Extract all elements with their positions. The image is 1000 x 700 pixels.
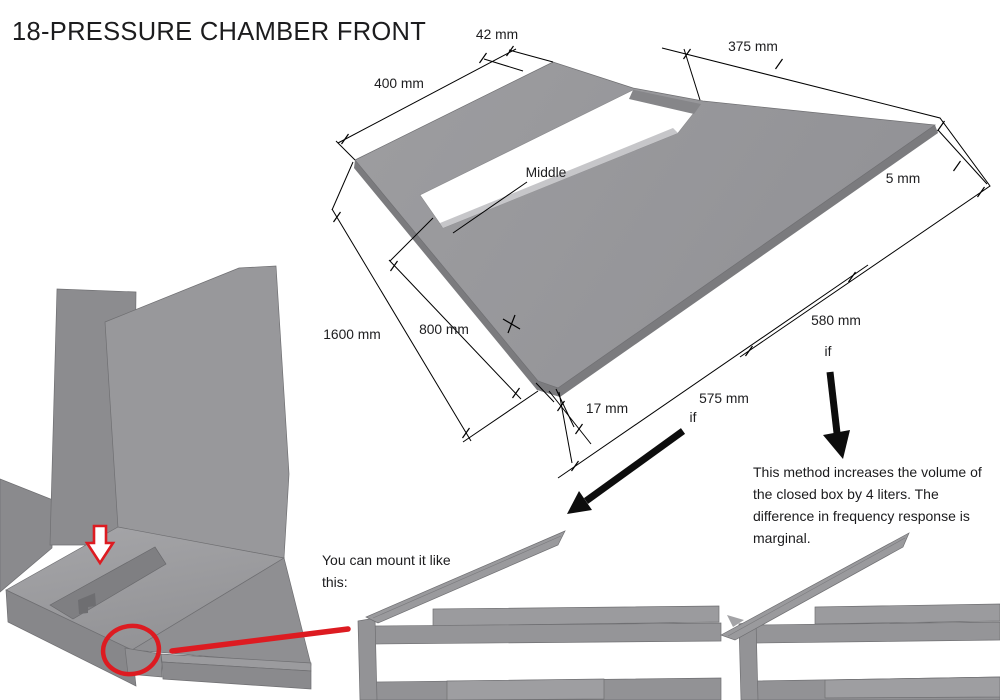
slot-middle-label: Middle <box>525 165 567 180</box>
mount-right-upper-rail <box>754 621 1000 644</box>
red-down-arrow <box>84 524 116 566</box>
pressure-chamber-panel <box>354 61 938 397</box>
dim-5-label: 5 mm <box>885 171 921 186</box>
cabinet-corner-block <box>124 647 163 678</box>
panel-slot-end-step <box>629 90 701 114</box>
mount-right-bottom-board <box>824 676 1000 699</box>
cabinet-lid-slot-step <box>78 593 96 614</box>
mount-right-sloped-panel <box>720 532 910 641</box>
middle-leader-line <box>452 181 528 234</box>
panel-slot-cutout <box>419 89 701 229</box>
mount-left-top-board <box>432 605 720 627</box>
mount-left-upper-rail <box>373 622 722 645</box>
dim-42-label: 42 mm <box>475 27 519 42</box>
cabinet-bottom-lip-front <box>161 661 312 690</box>
page-title: 18-PRESSURE CHAMBER FRONT <box>12 18 427 46</box>
dim-1600-label: 1600 mm <box>323 327 381 342</box>
panel-face <box>354 61 936 389</box>
center-cross-mark <box>502 314 521 334</box>
red-annotations <box>84 524 351 677</box>
mount-left-post <box>357 617 378 700</box>
mount-caption-text: You can mount it like this: <box>322 552 451 590</box>
red-circle-highlight <box>100 623 162 677</box>
if-label-left: if <box>689 410 697 425</box>
dim-375-label: 375 mm <box>728 39 778 54</box>
dim-580-label: 580 mm <box>811 313 861 328</box>
red-pointer-line <box>169 626 351 654</box>
cabinet-3d-view <box>0 265 312 690</box>
mount-right-top-board <box>814 603 1000 625</box>
black-arrow-vertical <box>823 371 850 459</box>
mount-left-bottom-board <box>446 678 605 700</box>
dimension-ticks <box>333 45 985 472</box>
mount-right-tip-wedge <box>727 615 744 627</box>
panel-slot-inner-wall <box>440 128 678 228</box>
dimension-lines <box>331 45 991 479</box>
cabinet-left-wall <box>0 478 54 593</box>
dim-400-label: 400 mm <box>374 76 424 91</box>
if-label-right: if <box>824 344 832 359</box>
black-arrow-diagonal <box>567 428 686 514</box>
dim-17-label: 17 mm <box>585 401 629 416</box>
dim-800-label: 800 mm <box>419 322 469 337</box>
volume-note-text: This method increases the volume of the … <box>753 464 982 546</box>
mount-left-sloped-panel <box>365 530 566 624</box>
dim-575-label: 575 mm <box>699 391 749 406</box>
mount-detail-left <box>357 530 722 700</box>
mount-detail-right <box>720 532 1000 700</box>
